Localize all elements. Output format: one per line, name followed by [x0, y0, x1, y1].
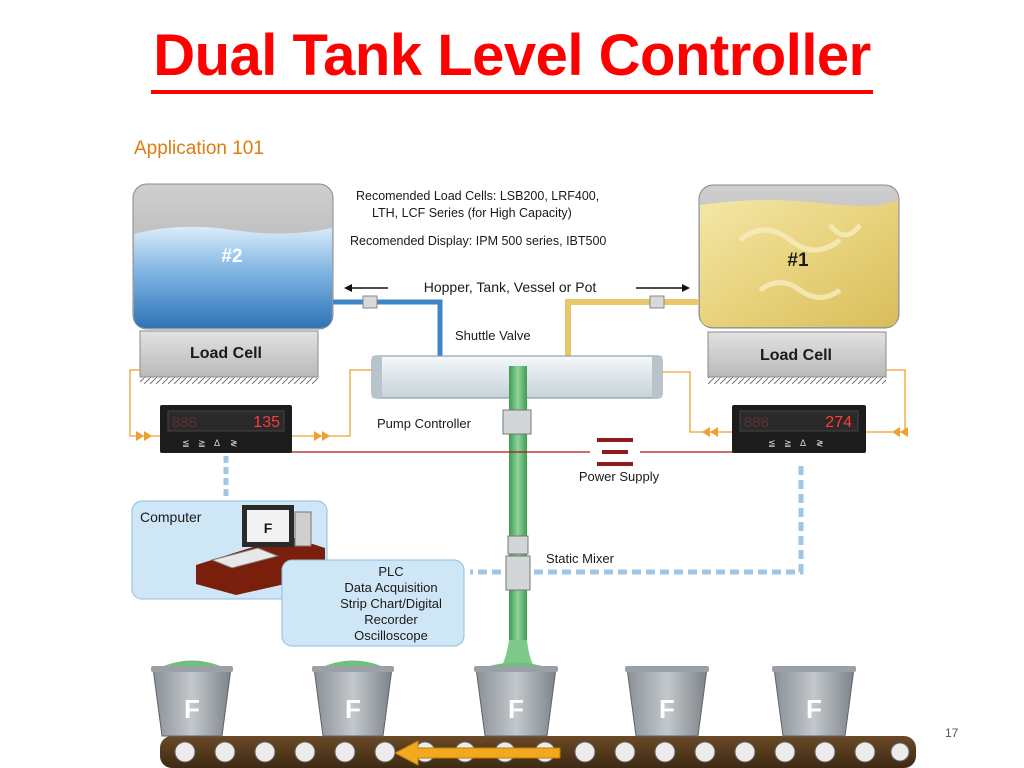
yellow-pipe-fitting	[649, 295, 665, 309]
bucket-1-logo-icon: F	[184, 694, 200, 724]
load-cell-left-label: Load Cell	[190, 345, 262, 362]
slide-title: Dual Tank Level Controller	[0, 22, 1024, 94]
display-right-btn-3[interactable]: Δ	[800, 438, 806, 448]
plc-line-3: Strip Chart/Digital	[340, 596, 442, 611]
power-supply-label: Power Supply	[579, 469, 660, 484]
power-supply-symbol	[597, 438, 633, 466]
bucket-1: F	[151, 660, 233, 737]
conveyor-belt	[160, 736, 916, 768]
green-pipe	[509, 366, 527, 666]
display-left-btn-2[interactable]: ≧	[198, 438, 206, 448]
static-mixer	[505, 555, 531, 591]
recommended-display: Recomended Display: IPM 500 series, IBT5…	[350, 234, 606, 248]
computer-label: Computer	[140, 509, 202, 525]
display-left-value: 135	[253, 414, 280, 431]
shuttle-valve-label: Shuttle Valve	[455, 328, 531, 343]
display-right-btn-2[interactable]: ≧	[784, 438, 792, 448]
static-mixer-top	[507, 535, 529, 555]
tank-1-label: #1	[787, 250, 809, 271]
plc-line-1: PLC	[378, 564, 403, 579]
bucket-5-logo-icon: F	[806, 694, 822, 724]
display-right-btn-4[interactable]: ≷	[816, 438, 824, 448]
pump-controller-label: Pump Controller	[377, 416, 472, 431]
display-left: 888 135 ≦ ≧ Δ ≷	[160, 405, 292, 453]
display-right-value: 274	[825, 414, 852, 431]
bucket-3-logo-icon: F	[508, 694, 524, 724]
static-mixer-label: Static Mixer	[546, 551, 615, 566]
display-left-btn-4[interactable]: ≷	[230, 438, 238, 448]
page-number: 17	[945, 726, 959, 740]
hopper-arrow-left-head	[344, 284, 352, 292]
plc-line-2: Data Acquisition	[344, 580, 437, 595]
hopper-arrow-right-head	[682, 284, 690, 292]
tank-1: #1	[698, 184, 900, 329]
bucket-5: F	[772, 666, 856, 737]
blue-pipe	[333, 299, 443, 356]
application-heading: Application 101	[134, 138, 264, 159]
recommended-load-cells-line1: Recomended Load Cells: LSB200, LRF400,	[356, 189, 599, 203]
display-left-btn-3[interactable]: Δ	[214, 438, 220, 448]
plc-line-4: Recorder	[364, 612, 418, 627]
display-right-dim-digits: 888	[744, 414, 769, 431]
bucket-4: F	[625, 666, 709, 737]
load-cell-left: Load Cell	[139, 330, 319, 384]
pump-controller	[502, 409, 532, 435]
bucket-2-logo-icon: F	[345, 694, 361, 724]
plc-panel: PLC Data Acquisition Strip Chart/Digital…	[281, 559, 465, 647]
computer-keyboard	[210, 547, 280, 569]
tank-2: #2	[132, 183, 334, 330]
blue-pipe-fitting	[362, 295, 378, 309]
hopper-label: Hopper, Tank, Vessel or Pot	[424, 279, 597, 295]
computer-panel: Computer F	[131, 500, 328, 600]
display-left-dim-digits: 888	[172, 414, 197, 431]
conveyor-direction-arrow	[393, 740, 561, 766]
load-cell-right-label: Load Cell	[760, 347, 832, 364]
computer-tower	[294, 511, 312, 547]
display-right-btn-1[interactable]: ≦	[768, 438, 776, 448]
bucket-4-logo-icon: F	[659, 694, 675, 724]
monitor-logo-icon: F	[264, 520, 273, 536]
bucket-2: F	[312, 660, 394, 737]
display-left-btn-1[interactable]: ≦	[182, 438, 190, 448]
conveyor-rollers	[174, 741, 910, 763]
plc-line-5: Oscilloscope	[354, 628, 428, 643]
recommended-load-cells-line2: LTH, LCF Series (for High Capacity)	[372, 206, 572, 220]
tank-2-label: #2	[221, 246, 242, 267]
display-right: 888 274 ≦ ≧ Δ ≷	[732, 405, 866, 453]
load-cell-right: Load Cell	[707, 331, 887, 384]
bucket-3: F	[474, 662, 558, 737]
data-link-right	[470, 466, 804, 575]
